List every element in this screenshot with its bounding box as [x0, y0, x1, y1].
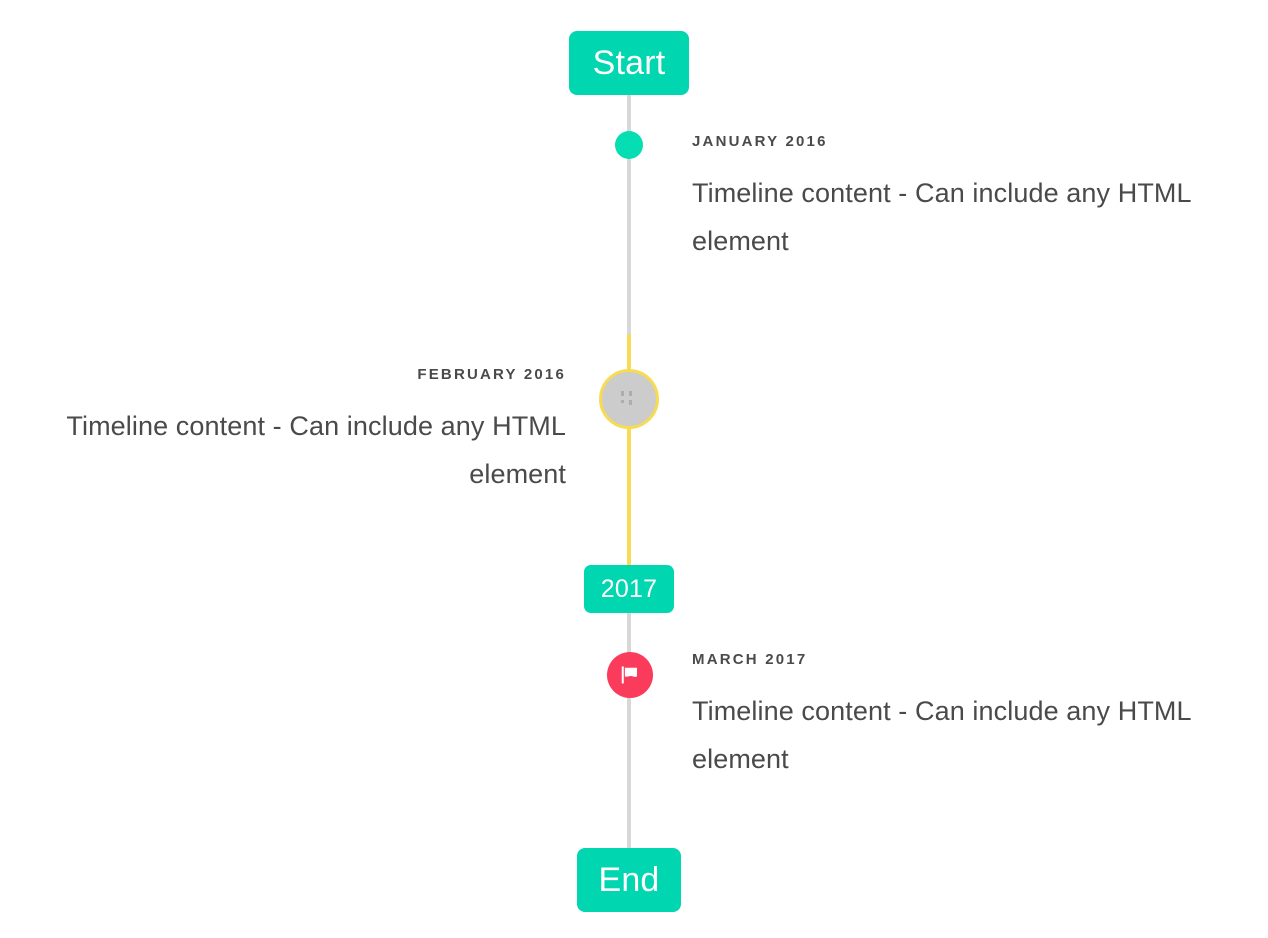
timeline-event-march-2017: MARCH 2017 Timeline content - Can includ…	[692, 651, 1220, 783]
timeline-axis-segment-highlight	[627, 334, 631, 574]
timeline-start-badge[interactable]: Start	[569, 31, 689, 95]
timeline-marker-dot-icon[interactable]	[615, 131, 643, 159]
timeline-marker-placeholder-image-icon[interactable]	[599, 369, 659, 429]
timeline-event-body: Timeline content - Can include any HTML …	[66, 411, 566, 490]
timeline-event-january-2016: JANUARY 2016 Timeline content - Can incl…	[692, 133, 1220, 265]
timeline-marker-flag-icon[interactable]	[607, 652, 653, 698]
timeline-event-february-2016: FEBRUARY 2016 Timeline content - Can inc…	[40, 366, 566, 498]
timeline-axis-segment-bottom	[627, 604, 631, 850]
flag-icon	[621, 666, 637, 684]
timeline-year-badge[interactable]: 2017	[584, 565, 674, 613]
timeline-event-date: FEBRUARY 2016	[417, 366, 566, 383]
timeline-end-badge[interactable]: End	[577, 848, 681, 912]
timeline-axis-segment-top	[627, 88, 631, 338]
timeline-event-body: Timeline content - Can include any HTML …	[692, 178, 1191, 257]
timeline-event-date: JANUARY 2016	[692, 133, 828, 150]
timeline-event-body: Timeline content - Can include any HTML …	[692, 696, 1191, 775]
placeholder-image-icon	[621, 391, 632, 405]
timeline-event-date: MARCH 2017	[692, 651, 808, 668]
